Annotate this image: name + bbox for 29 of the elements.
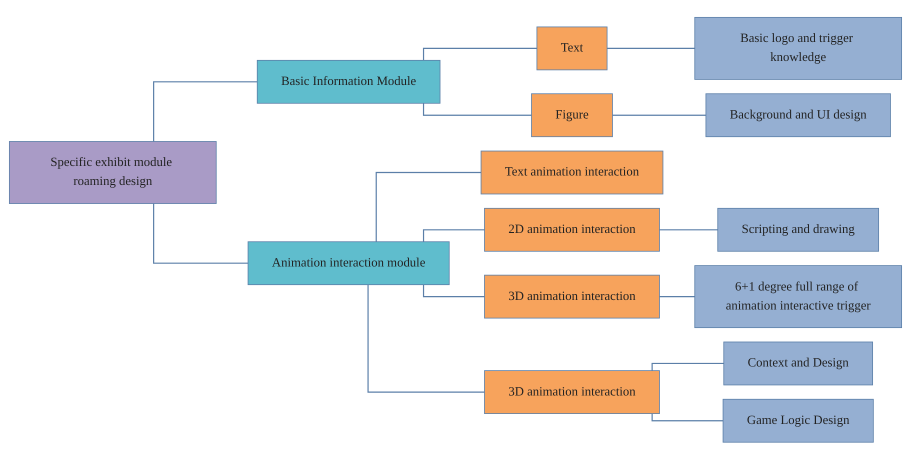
connector: [652, 363, 724, 371]
connector: [606, 48, 695, 50]
node-box: Basic Information Module: [256, 60, 440, 104]
node-box: Animation interaction module: [248, 242, 450, 286]
connector: [658, 229, 718, 231]
connector: [422, 104, 532, 116]
connector: [376, 172, 482, 242]
node-box: Background and UI design: [706, 94, 891, 138]
node-box: Figure: [531, 94, 613, 138]
connector: [612, 114, 706, 116]
node-box: 3D animation interaction: [484, 274, 660, 319]
node-box: Text animation interaction: [480, 150, 664, 195]
node-box: Scripting and drawing: [717, 208, 880, 252]
connector: [153, 204, 248, 264]
connector: [658, 296, 695, 298]
node-box: Specific exhibit module roaming design: [8, 141, 217, 204]
connector: [422, 229, 484, 242]
connector: [367, 284, 484, 393]
connector: [153, 81, 258, 142]
node-box: 6+1 degree full range of animation interactive trigger: [694, 265, 902, 328]
node-box: Context and Design: [723, 342, 874, 386]
connector: [422, 48, 537, 61]
node-box: 2D animation interaction: [484, 208, 660, 252]
node-box: Text: [536, 26, 608, 70]
node-box: Game Logic Design: [722, 399, 874, 443]
node-box: 3D animation interaction: [484, 370, 660, 414]
connector: [652, 414, 724, 422]
connector: [422, 284, 484, 298]
node-box: Basic logo and trigger knowledge: [694, 17, 902, 80]
